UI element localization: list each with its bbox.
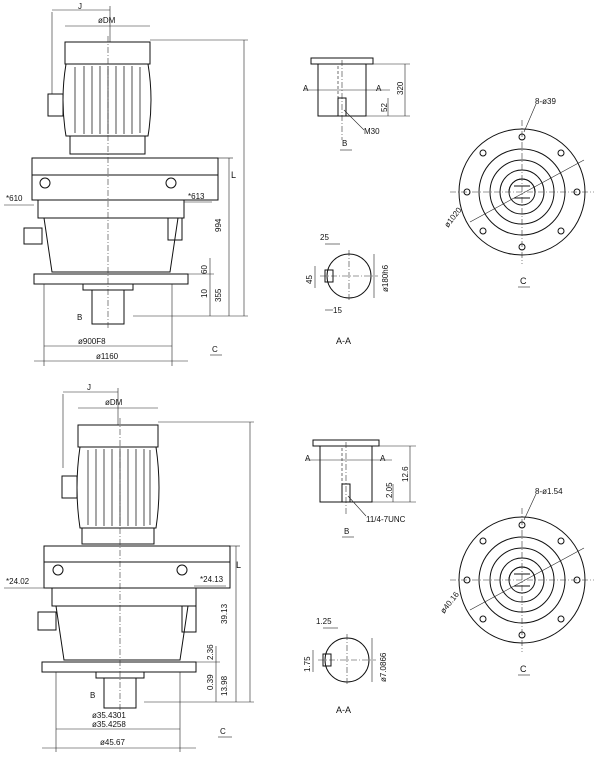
bottom-dm-label: øDM	[105, 398, 123, 407]
bottom-view-c-label: C	[220, 727, 226, 736]
top-assembly: J øDM	[4, 2, 248, 366]
top-flange-right-dim: *613	[188, 192, 205, 201]
bottom-motor-fins	[87, 449, 151, 526]
bottom-bore-dim-2: ø35.4258	[92, 720, 126, 729]
top-shaft-view-b: B	[342, 139, 347, 148]
bottom-lower-housing	[55, 605, 189, 661]
top-section-aa: 25 45 15 ø180h6 A-A	[305, 233, 390, 346]
bottom-shaft-len-126: 12.6	[401, 466, 410, 482]
top-flange-left-dim: *610	[6, 194, 23, 203]
bottom-motor-body	[76, 446, 160, 529]
top-base-flange	[33, 273, 189, 285]
bottom-view-b-label: B	[90, 691, 95, 700]
top-shaft-a-left: A	[303, 84, 309, 93]
top-section-dia: ø180h6	[381, 264, 390, 292]
top-dm-label: øDM	[98, 16, 116, 25]
bottom-oil-plug-right	[181, 605, 197, 633]
bottom-flange-right-dim: *24.13	[200, 575, 224, 584]
top-upper-housing	[31, 157, 219, 201]
bottom-dim-236: 2.36	[206, 644, 215, 660]
bottom-shaft-detail: A A 12.6 2.05 11/4-7UNC B	[305, 439, 416, 538]
top-shaft-a-right: A	[376, 84, 382, 93]
top-dim-355: 355	[214, 288, 223, 302]
top-dim-60: 60	[200, 265, 209, 274]
bottom-section-aa: 1.25 1.75 ø7.0866 A-A	[303, 617, 388, 715]
top-output-shaft	[91, 289, 125, 325]
top-base-dim: ø1160	[96, 352, 119, 361]
top-dim-10: 10	[200, 289, 209, 298]
bottom-section-w125: 1.25	[316, 617, 332, 626]
bottom-flange-bolt-spec: 8-ø1.54	[535, 487, 563, 496]
bottom-eye-bolt-right	[176, 564, 188, 576]
bottom-flange-bolt-holes	[463, 521, 581, 639]
bottom-section-dia: ø7.0866	[379, 652, 388, 682]
bottom-shaft-a-right: A	[380, 454, 386, 463]
top-flange-pcd: ø1020	[442, 205, 463, 229]
top-lower-housing	[43, 217, 179, 273]
bottom-flange-pcd: ø40.16	[438, 590, 461, 616]
top-adapter	[69, 135, 146, 155]
top-shaft-len-320: 320	[396, 81, 405, 95]
bottom-section-h175: 1.75	[303, 656, 312, 672]
top-eye-bolt-left	[39, 177, 51, 189]
bottom-dim-1398: 13.98	[220, 675, 229, 696]
bottom-base-dim: ø45.67	[100, 738, 125, 747]
top-flange-bolt-holes	[463, 133, 581, 251]
top-bore-dim: ø900F8	[78, 337, 106, 346]
bottom-middle-ring	[51, 587, 197, 607]
bottom-flange-left-dim: *24.02	[6, 577, 30, 586]
top-oil-plug-right	[167, 217, 183, 241]
top-oil-plug-left	[23, 227, 43, 245]
top-dim-994: 994	[214, 218, 223, 232]
bottom-upper-housing	[43, 545, 231, 589]
top-section-h45: 45	[305, 275, 314, 284]
bottom-assembly: J øDM B *24.02 *24.	[4, 383, 254, 752]
top-terminal-box	[47, 93, 64, 117]
top-shaft-len-52: 52	[380, 103, 389, 112]
bottom-overall-length: L	[236, 560, 241, 570]
bottom-flange-view: 8-ø1.54 ø40.16 C	[438, 487, 594, 676]
bottom-eye-bolt-left	[52, 564, 64, 576]
top-shaft-detail: A A 320 52 M30 B	[303, 57, 410, 151]
bottom-dim-039: 0.39	[206, 674, 215, 690]
top-motor-fins	[74, 66, 141, 134]
top-section-w25: 25	[320, 233, 329, 242]
bottom-terminal-box	[61, 475, 78, 499]
top-middle-ring	[37, 199, 185, 219]
top-overall-length: L	[231, 170, 236, 180]
top-eye-bolt-right	[165, 177, 177, 189]
top-motor-body	[62, 63, 152, 137]
bottom-dim-main: 39.13	[220, 603, 229, 624]
top-shaft-thread: M30	[364, 127, 380, 136]
top-section-title: A-A	[336, 336, 351, 346]
bottom-adapter	[81, 527, 155, 545]
top-flange-view-c: C	[520, 276, 527, 286]
bottom-shaft-thread: 11/4-7UNC	[366, 515, 406, 524]
top-motor-fan-cover	[64, 41, 151, 65]
bottom-j-label: J	[87, 383, 91, 392]
bottom-bore-dim-1: ø35.4301	[92, 711, 126, 720]
bottom-motor-fan-cover	[77, 424, 159, 448]
bottom-section-title: A-A	[336, 705, 351, 715]
top-section-w15: 15	[333, 306, 342, 315]
bottom-shaft-len-205: 2.05	[385, 482, 394, 498]
bottom-base-flange	[41, 661, 197, 673]
bottom-shaft-view-b: B	[344, 527, 349, 536]
bottom-shaft-a-left: A	[305, 454, 311, 463]
top-view-b-label: B	[77, 313, 82, 322]
top-flange-bolt-spec: 8-ø39	[535, 97, 556, 106]
top-flange-view: 8-ø39 ø1020 C	[442, 97, 594, 288]
bottom-flange-view-c: C	[520, 664, 527, 674]
top-j-label: J	[78, 2, 82, 11]
top-view-c-label: C	[212, 345, 218, 354]
bottom-oil-plug-left	[37, 611, 57, 631]
